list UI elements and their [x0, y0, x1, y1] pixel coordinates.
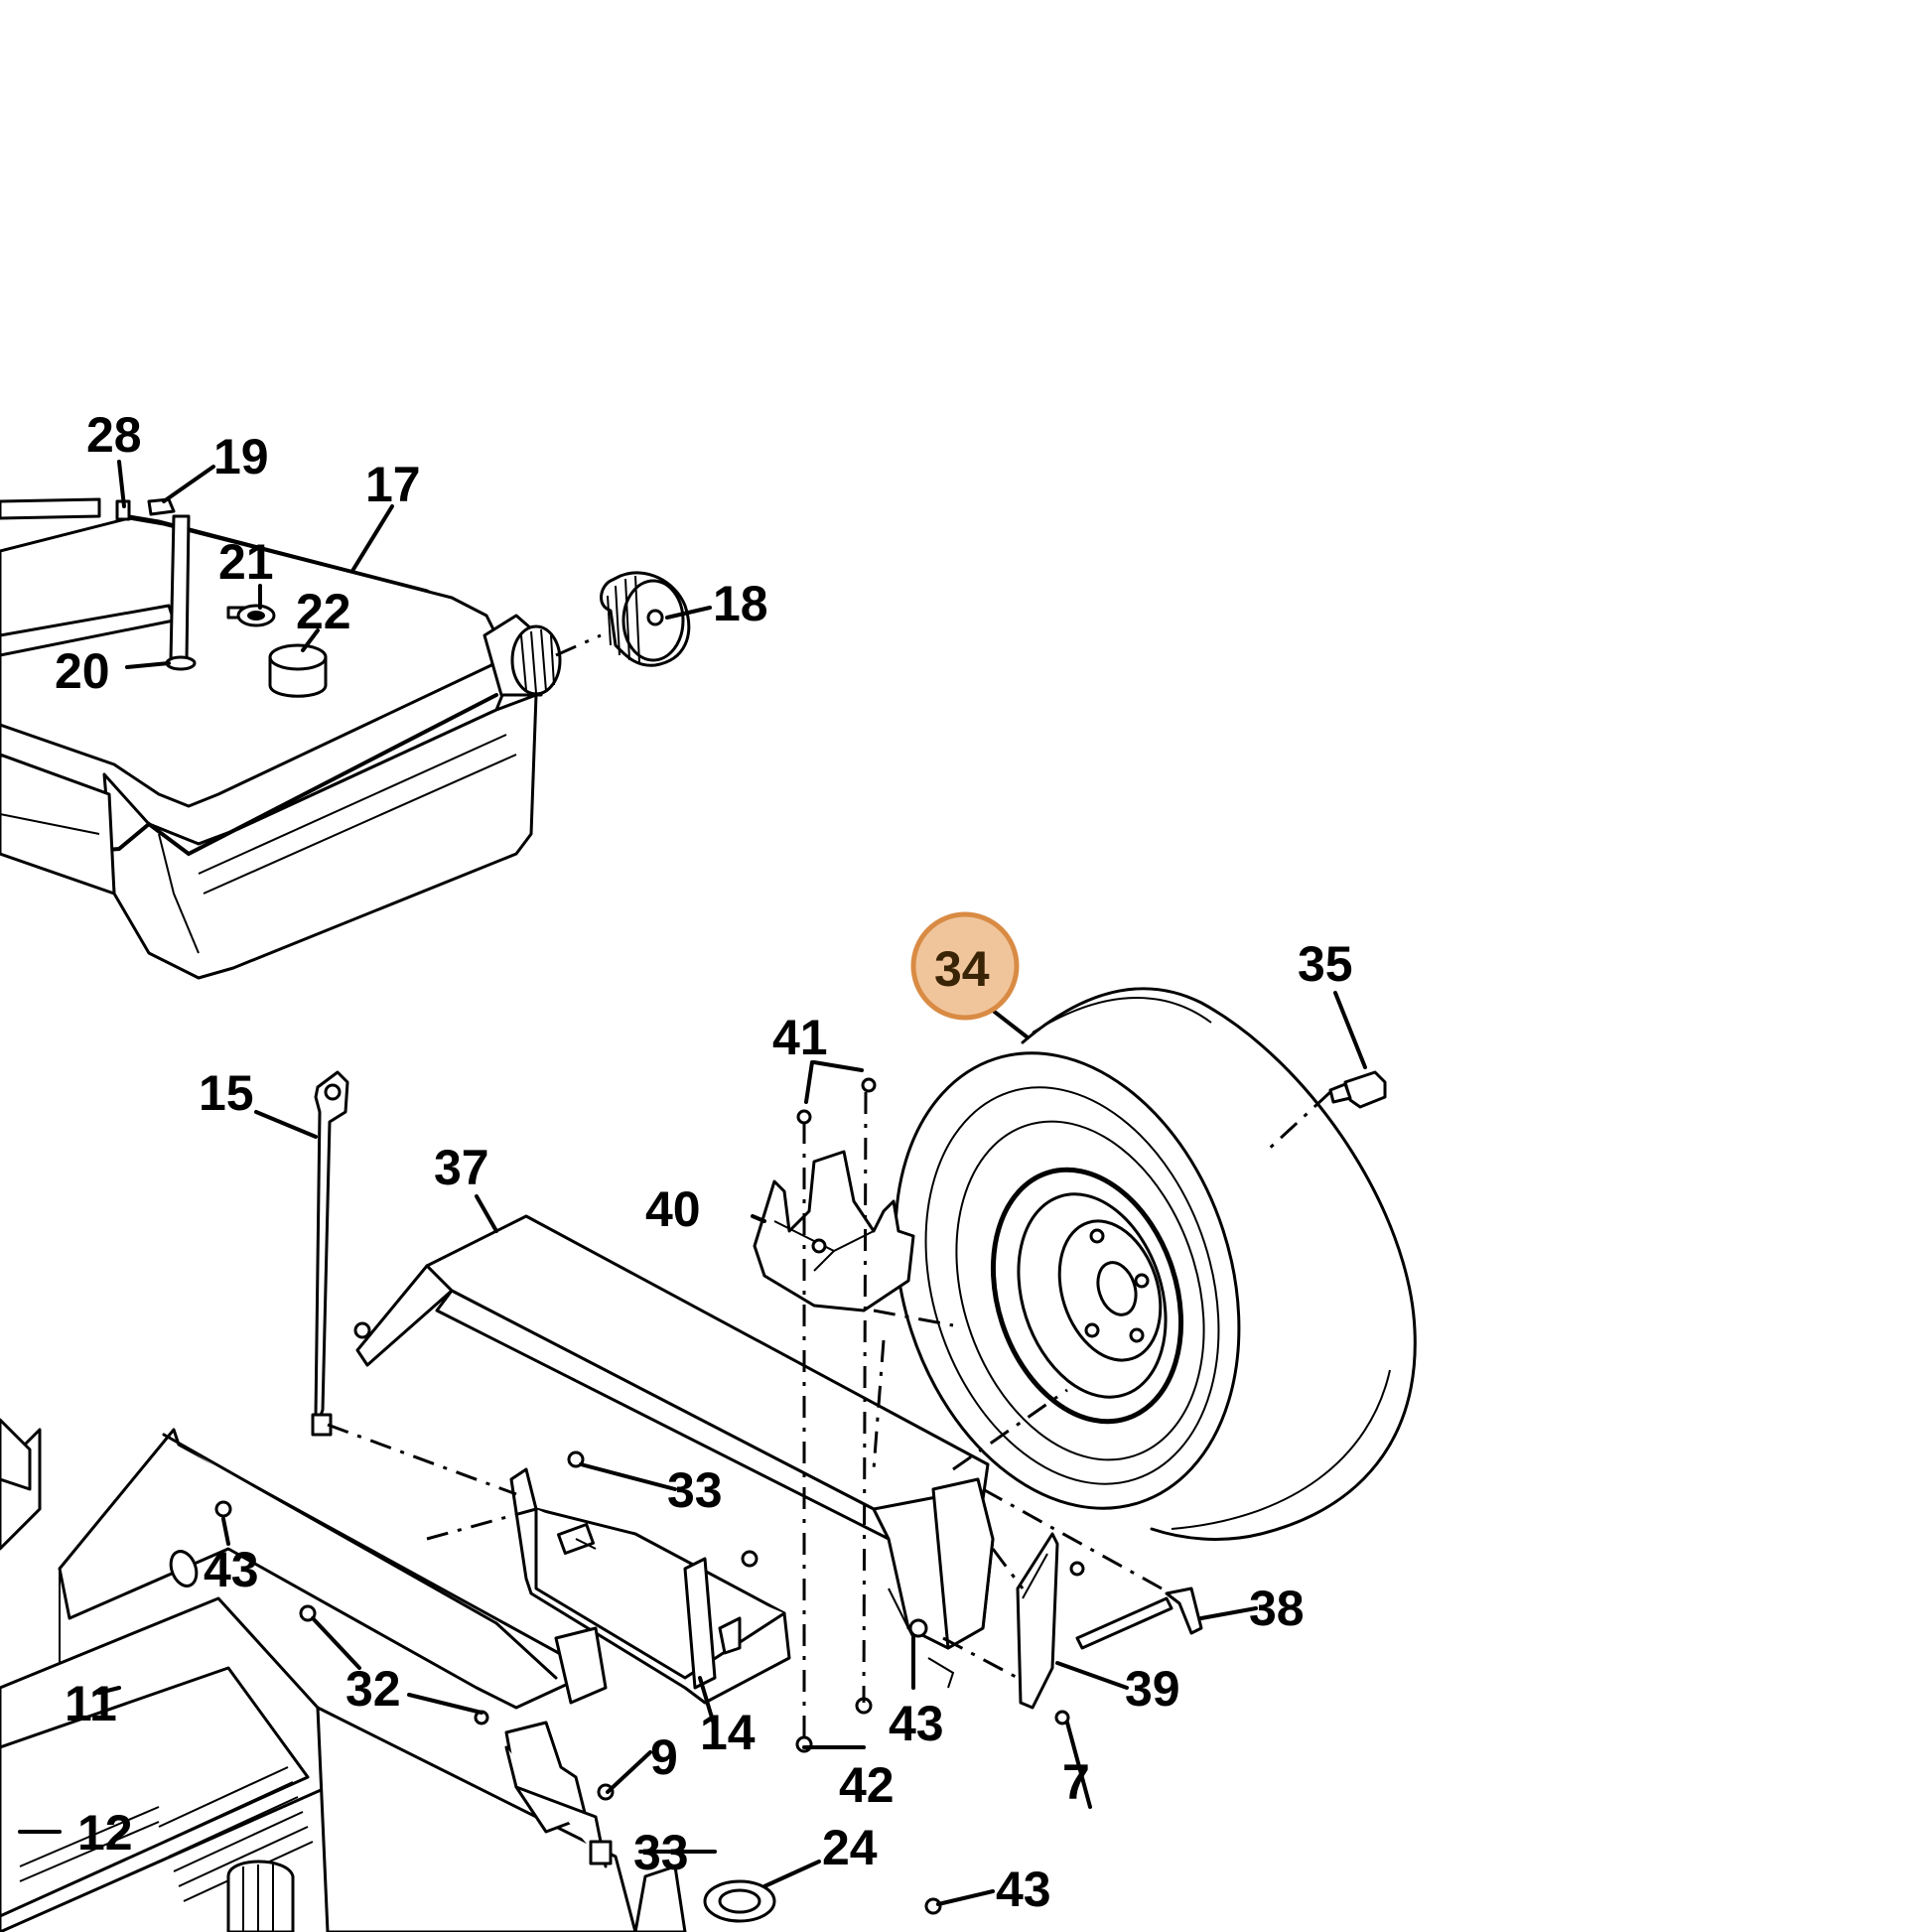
callout-20: 20: [55, 643, 110, 699]
mount-cup[interactable]: [753, 1150, 915, 1312]
callout-24: 24: [822, 1820, 878, 1875]
callout-12: 12: [77, 1805, 133, 1861]
callout-43-left: 43: [204, 1542, 259, 1597]
callout-33-upper: 33: [667, 1462, 723, 1518]
grommet[interactable]: [703, 1879, 776, 1923]
strap[interactable]: [311, 1070, 349, 1437]
fuel-tank[interactable]: [0, 497, 562, 980]
callout-14: 14: [700, 1705, 756, 1760]
callout-34[interactable]: 34: [934, 941, 990, 997]
alignment-lines: [327, 1090, 1332, 1742]
callout-18: 18: [713, 576, 768, 631]
callout-39: 39: [1125, 1661, 1180, 1717]
callout-28: 28: [86, 407, 142, 463]
callout-21: 21: [218, 534, 274, 590]
side-plate[interactable]: [1016, 1532, 1059, 1710]
callout-11: 11: [65, 1676, 117, 1731]
callout-43-center: 43: [889, 1696, 944, 1751]
callout-37: 37: [434, 1140, 489, 1195]
callout-41: 41: [772, 1010, 828, 1065]
callout-15: 15: [199, 1065, 254, 1121]
highlight-circle-34[interactable]: [910, 911, 1020, 1021]
callout-32: 32: [345, 1661, 401, 1717]
callout-17: 17: [365, 457, 421, 512]
callout-43-bottom: 43: [996, 1862, 1051, 1917]
callout-7: 7: [1062, 1754, 1090, 1810]
callout-35: 35: [1298, 936, 1353, 992]
callout-19: 19: [213, 429, 269, 484]
axle-pin[interactable]: [1075, 1587, 1203, 1650]
lug-bolt[interactable]: [1328, 1070, 1387, 1109]
tire-and-wheel[interactable]: [839, 987, 1417, 1554]
callout-labels: 34 28 19 17 21 22 18 20 35 41 15 37 40 3…: [55, 407, 1353, 1917]
callout-38: 38: [1249, 1581, 1305, 1636]
callout-42: 42: [839, 1757, 895, 1813]
frame[interactable]: [0, 1418, 687, 1932]
callout-40: 40: [645, 1181, 701, 1237]
callout-33-lower: 33: [633, 1825, 689, 1880]
battery-tray[interactable]: [509, 1467, 791, 1705]
callout-9: 9: [650, 1729, 678, 1785]
alignment-line: [555, 633, 602, 657]
callout-22: 22: [296, 584, 351, 639]
fender-bracket[interactable]: [355, 1214, 995, 1689]
leader-lines: [18, 460, 1367, 1906]
fuel-cap[interactable]: [600, 571, 691, 667]
